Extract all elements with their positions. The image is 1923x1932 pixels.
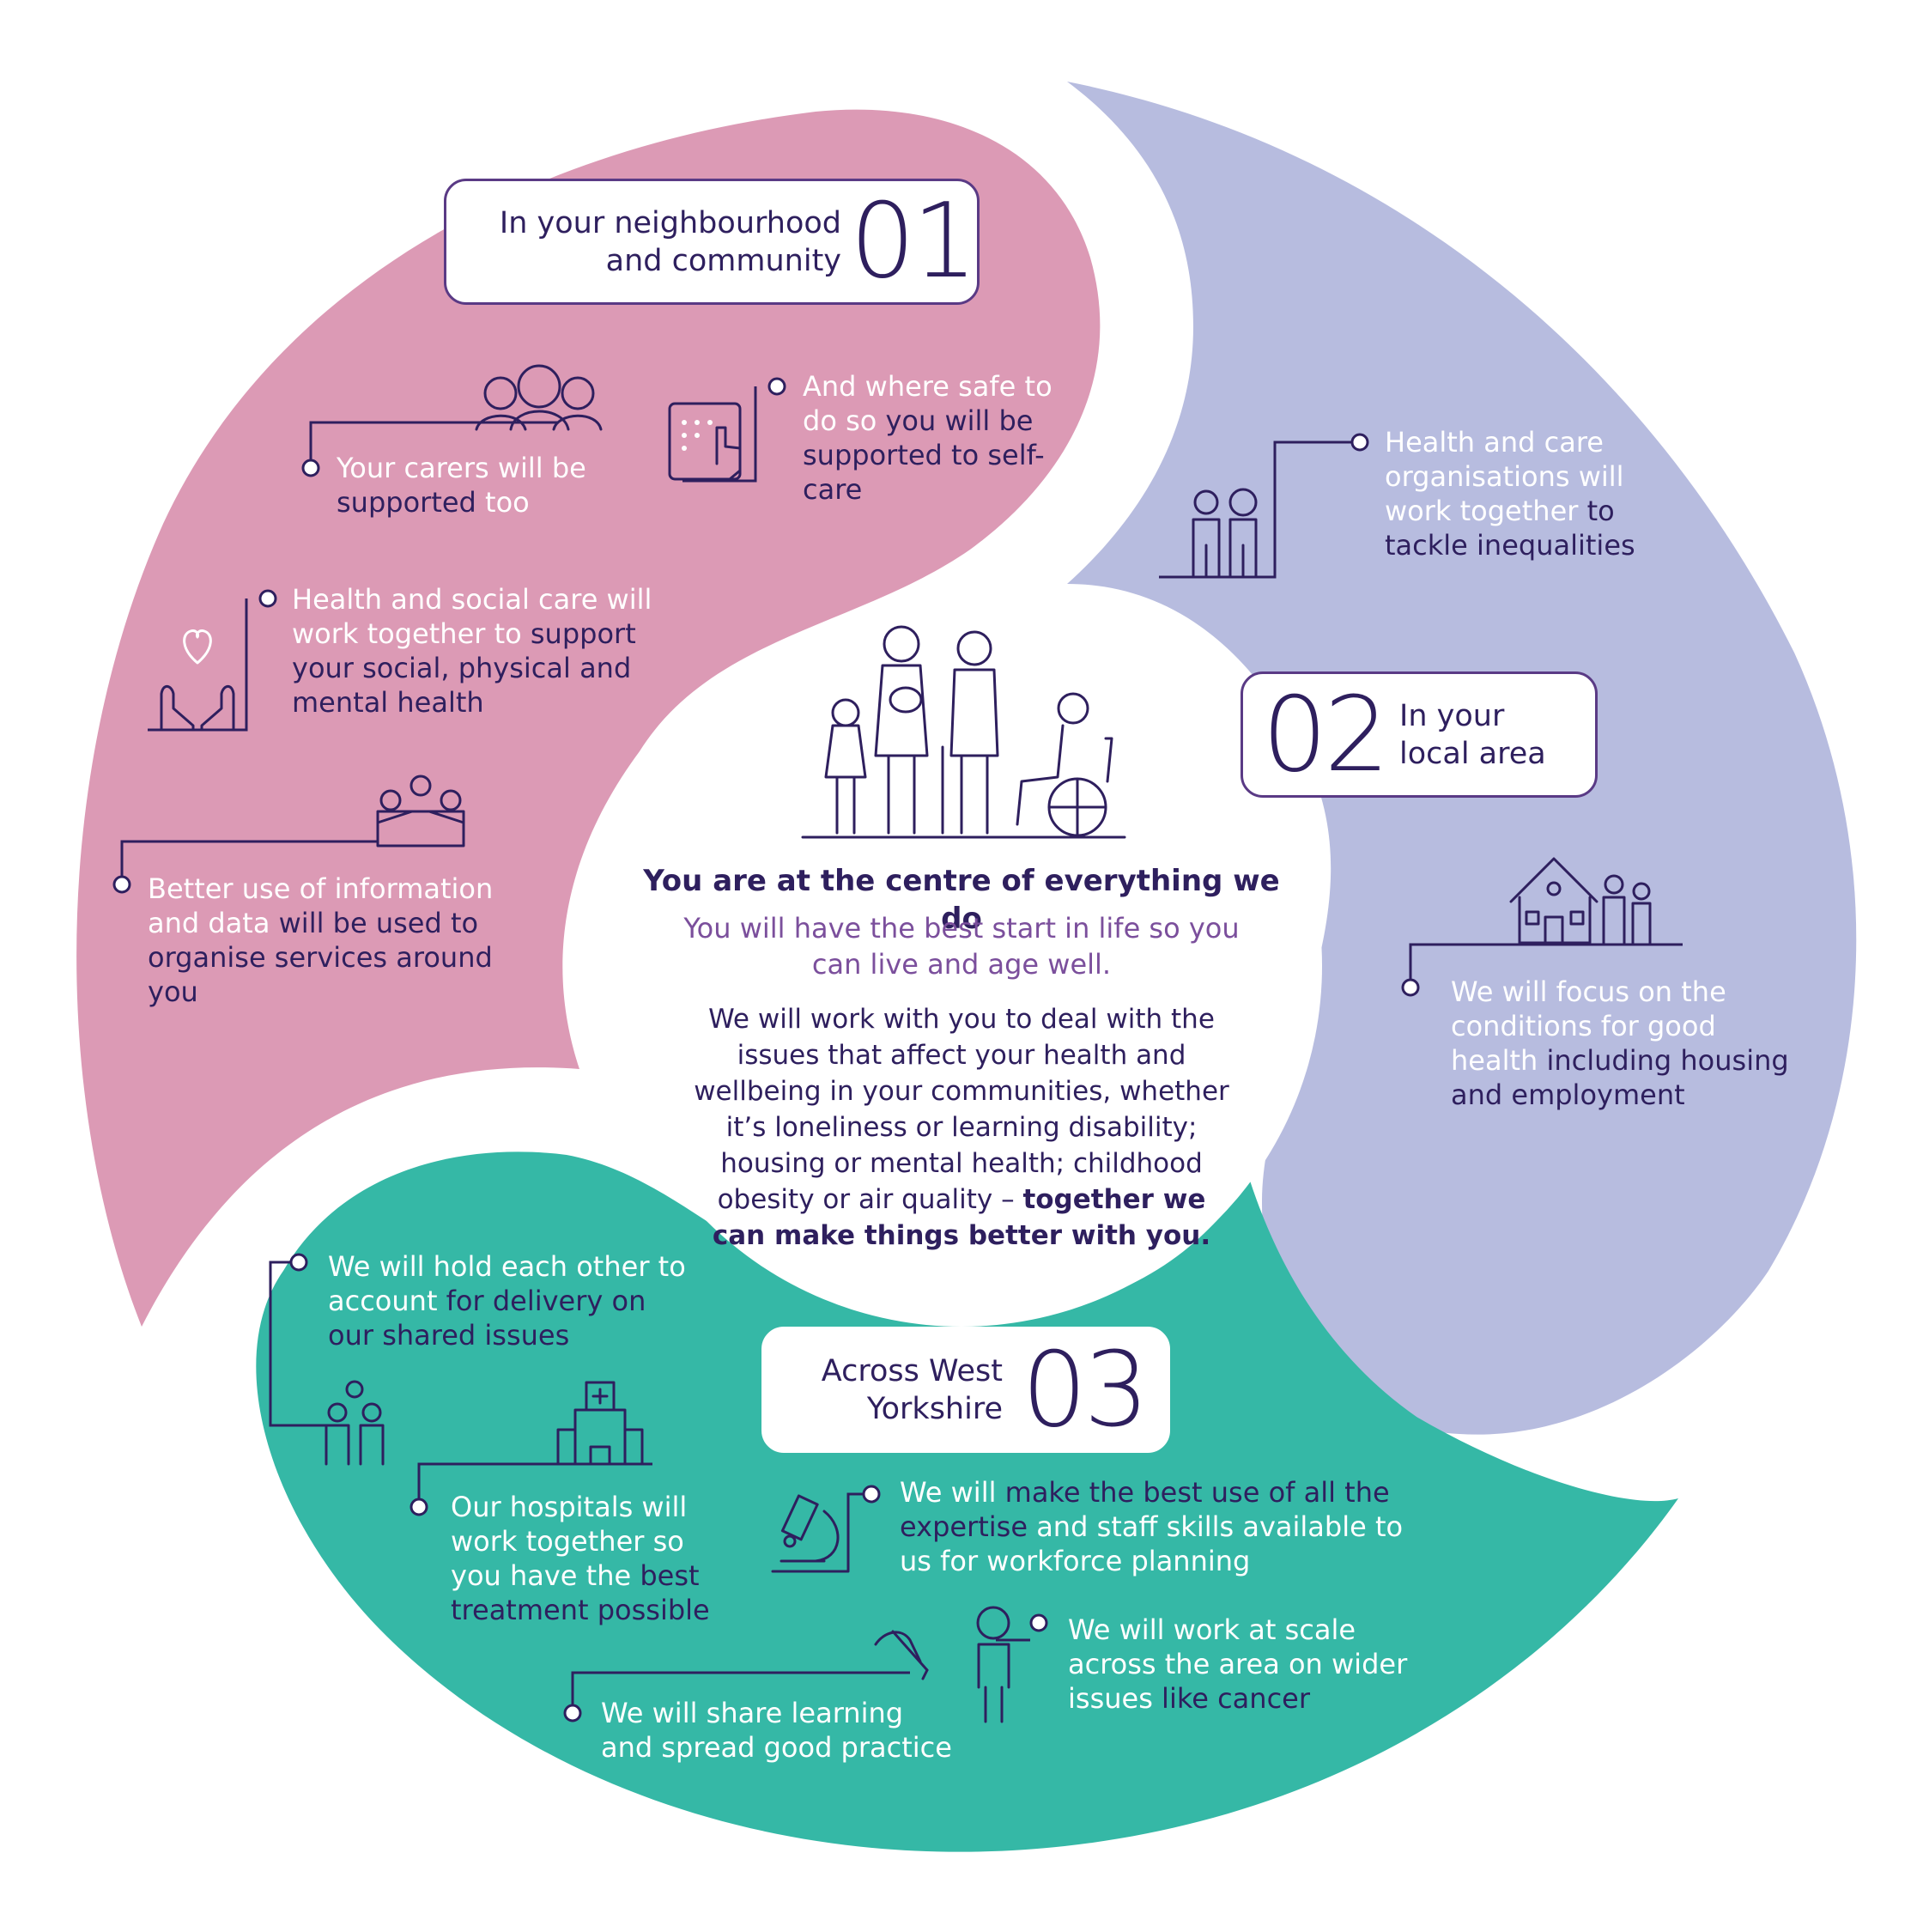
conditions-health-text: We will focus on the conditions for good… xyxy=(1451,975,1789,1111)
section-01-number: 01 xyxy=(850,182,978,301)
writing-hand-icon xyxy=(874,1630,929,1680)
share-learning-text: We will share learning and spread good p… xyxy=(601,1697,952,1764)
section-03-title-line1: Across West xyxy=(821,1354,1003,1388)
centre-subheading: You will have the best start in life so … xyxy=(683,912,1240,981)
hospital-icon xyxy=(556,1381,644,1466)
house-family-icon xyxy=(1509,857,1652,946)
section-01-title: In your neighbourhood and community xyxy=(464,204,841,280)
inequalities-text: Health and care organisations will work … xyxy=(1385,426,1635,562)
carers-group-icon xyxy=(475,364,603,431)
section-02-number: 02 xyxy=(1262,676,1390,795)
meeting-table-icon xyxy=(376,775,465,848)
account-delivery-text: We will hold each other to account for d… xyxy=(328,1250,686,1352)
section-03-title: Across West Yorkshire xyxy=(773,1352,1003,1428)
pink-segment xyxy=(76,109,1101,1327)
section-02-title-line2: local area xyxy=(1399,737,1546,771)
section-02-title: In your local area xyxy=(1399,697,1588,773)
section-03-box xyxy=(761,1327,1170,1453)
information-data-text: Better use of information and data will … xyxy=(148,872,494,1008)
work-at-scale-text: We will work at scale across the area on… xyxy=(1068,1613,1408,1715)
family-group-illustration xyxy=(801,625,1126,839)
teal-segment xyxy=(256,1151,1678,1852)
section-02-title-line1: In your xyxy=(1399,699,1505,733)
section-01-title-line1: In your neighbourhood xyxy=(499,206,841,240)
microscope-icon xyxy=(771,1494,850,1573)
heart-hands-icon xyxy=(160,629,235,732)
section-03-number: 03 xyxy=(1022,1331,1150,1450)
centre-heading: You are at the centre of everything we d… xyxy=(643,864,1280,936)
centre-body: We will work with you to deal with the i… xyxy=(687,1001,1236,1254)
centre-circle xyxy=(601,605,1322,1327)
section-01-title-line2: and community xyxy=(605,244,841,278)
carers-supported-text: Your carers will be supported too xyxy=(337,452,586,519)
hospitals-text: Our hospitals will work together so you … xyxy=(451,1491,710,1626)
centre-body-strong: together we can make things better with … xyxy=(712,1184,1211,1251)
tablet-touch-icon xyxy=(668,402,742,481)
centre-body-text: We will work with you to deal with the i… xyxy=(694,1004,1229,1215)
two-people-icon xyxy=(1192,488,1258,579)
section-02-box xyxy=(1241,671,1598,798)
expertise-text: We will make the best use of all the exp… xyxy=(900,1476,1404,1577)
person-icon xyxy=(976,1606,1010,1723)
section-03-title-line2: Yorkshire xyxy=(866,1392,1003,1426)
social-care-text: Health and social care will work togethe… xyxy=(292,583,652,719)
self-care-text: And where safe to do so you will be supp… xyxy=(803,370,1052,506)
section-01-box xyxy=(444,179,980,305)
adults-child-icon xyxy=(325,1380,385,1466)
